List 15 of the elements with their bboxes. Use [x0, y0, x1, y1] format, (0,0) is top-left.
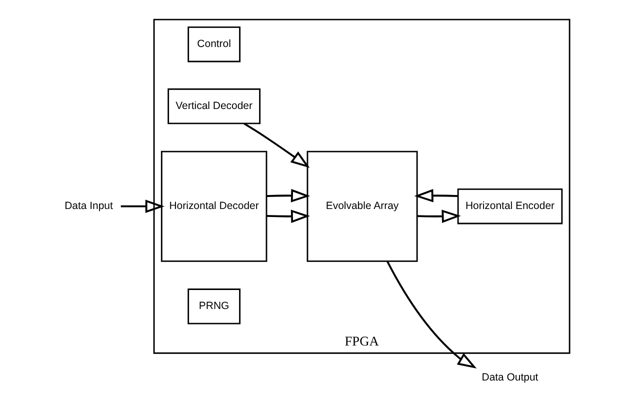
- node-box: PRNG: [187, 288, 240, 324]
- node-box: Evolvable Array: [306, 150, 418, 262]
- arrow: [266, 188, 310, 202]
- arrow: [243, 122, 310, 168]
- arrow: [120, 200, 164, 214]
- node-text: Data Output: [481, 372, 538, 384]
- arrow: [386, 261, 476, 368]
- node-box: Vertical Decoder: [167, 88, 260, 124]
- node-box: Control: [187, 26, 240, 62]
- arrow: [266, 210, 310, 224]
- arrow: [416, 210, 460, 224]
- arrow: [414, 188, 458, 202]
- node-text: Data Input: [64, 201, 112, 212]
- node-box: Horizontal Decoder: [160, 150, 267, 262]
- node-box: Horizontal Encoder: [456, 188, 562, 224]
